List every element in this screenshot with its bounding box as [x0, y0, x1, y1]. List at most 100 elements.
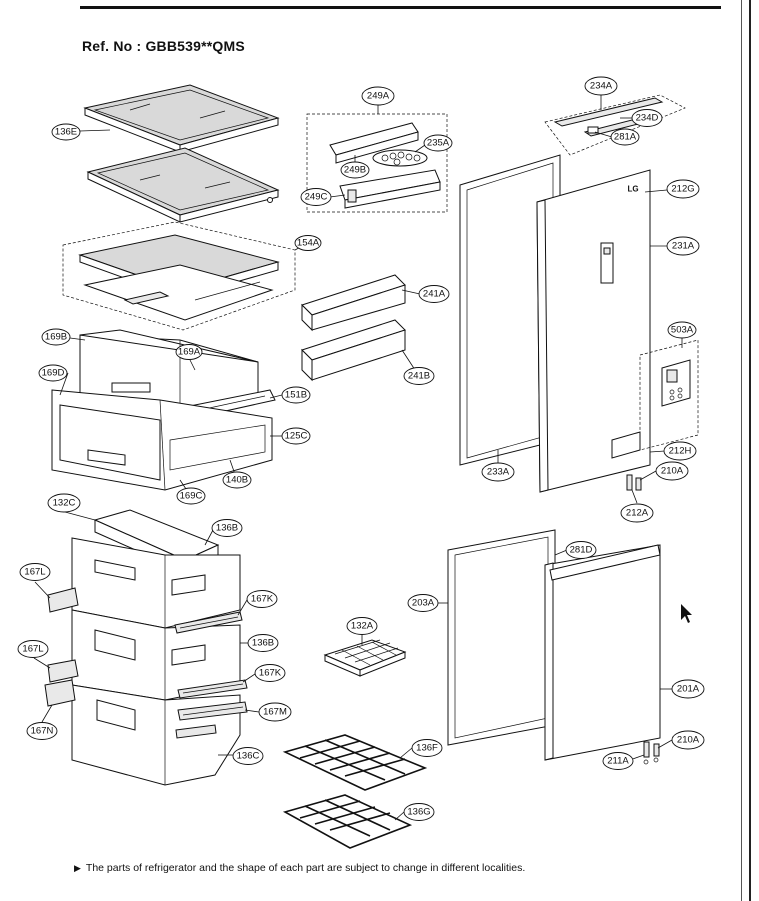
svg-text:136B: 136B: [216, 523, 238, 534]
display-503A: [661, 359, 691, 407]
callout-231A: 231A: [666, 236, 700, 256]
svg-text:249B: 249B: [344, 165, 366, 176]
svg-text:249C: 249C: [305, 192, 328, 203]
door-basket-241A: [301, 274, 406, 332]
svg-text:201A: 201A: [677, 684, 700, 695]
callout-136F: 136F: [411, 739, 443, 757]
callout-249B: 249B: [340, 161, 370, 179]
svg-text:167N: 167N: [31, 726, 54, 737]
svg-text:235A: 235A: [427, 138, 450, 149]
callout-136E: 136E: [51, 123, 81, 141]
callout-233A: 233A: [481, 462, 515, 482]
svg-text:151B: 151B: [285, 390, 307, 401]
svg-text:132A: 132A: [351, 621, 374, 632]
callout-167M: 167M: [258, 702, 292, 722]
basket-group-outline: [306, 113, 448, 213]
callout-234D: 234D: [631, 109, 663, 127]
svg-text:140B: 140B: [226, 475, 248, 486]
callout-167K-top: 167K: [246, 590, 278, 608]
callout-136G: 136G: [403, 803, 435, 821]
callout-249C: 249C: [300, 188, 332, 206]
callout-169C: 169C: [176, 487, 206, 505]
callout-241A: 241A: [418, 285, 450, 303]
callout-212G: 212G: [666, 179, 700, 199]
footnote-text: The parts of refrigerator and the shape …: [85, 862, 526, 874]
svg-text:169A: 169A: [178, 347, 201, 358]
callout-167L-mid: 167L: [17, 640, 49, 658]
svg-text:233A: 233A: [487, 467, 510, 478]
svg-text:136F: 136F: [416, 743, 438, 754]
wire-shelf-136F: [282, 734, 428, 791]
callout-136C: 136C: [232, 747, 264, 765]
callout-503A: 503A: [667, 321, 697, 339]
callout-235A: 235A: [423, 134, 453, 152]
callout-210A-top: 210A: [655, 461, 689, 481]
svg-text:136G: 136G: [407, 807, 430, 818]
callout-169D: 169D: [38, 364, 68, 382]
callout-167K-mid: 167K: [254, 664, 286, 682]
svg-text:136C: 136C: [237, 751, 260, 762]
svg-text:136E: 136E: [55, 127, 77, 138]
svg-text:212H: 212H: [669, 446, 692, 457]
svg-text:212A: 212A: [626, 508, 649, 519]
svg-text:281D: 281D: [570, 545, 593, 556]
svg-text:249A: 249A: [367, 91, 390, 102]
footnote: ▶The parts of refrigerator and the shape…: [74, 862, 525, 874]
svg-text:154A: 154A: [297, 238, 320, 249]
rail-167L-mid: [47, 659, 79, 683]
crisper-frame-125C: [51, 389, 273, 491]
svg-text:210A: 210A: [677, 735, 700, 746]
right-border-thin: [741, 0, 742, 901]
callout-212H: 212H: [663, 441, 697, 461]
callout-136B-top: 136B: [211, 519, 243, 537]
top-rule: [80, 6, 721, 9]
hinge-outline: [544, 94, 686, 156]
freezer-drawer-top: [71, 537, 241, 629]
svg-text:241A: 241A: [423, 289, 446, 300]
callout-151B: 151B: [281, 386, 311, 404]
svg-text:234D: 234D: [636, 113, 659, 124]
callout-167L-top: 167L: [19, 563, 51, 581]
rail-167K-top: [174, 611, 243, 634]
rail-167L-top: [47, 587, 79, 613]
freezer-door-201A: [544, 544, 661, 761]
page-title: Ref. No : GBB539**QMS: [82, 38, 245, 54]
glass-shelf-136E: [83, 84, 280, 153]
callout-241B: 241B: [403, 367, 435, 385]
rail-167N: [44, 679, 76, 707]
egg-tray-235A: [372, 149, 428, 167]
svg-text:210A: 210A: [661, 466, 684, 477]
callout-212A: 212A: [620, 503, 654, 523]
display-outline: [639, 339, 699, 451]
svg-text:125C: 125C: [285, 431, 308, 442]
svg-text:231A: 231A: [672, 241, 695, 252]
hinge-pins-bottom: [643, 741, 660, 765]
callout-281D: 281D: [565, 541, 597, 559]
svg-text:211A: 211A: [607, 756, 629, 767]
svg-text:169B: 169B: [45, 332, 67, 343]
fridge-door-231A: [536, 169, 651, 493]
glass-shelf-lower: [86, 147, 280, 223]
right-border-thick: [749, 0, 751, 901]
svg-text:169D: 169D: [42, 368, 65, 379]
lg-logo-text: LG: [627, 185, 638, 194]
door-basket-241B: [301, 319, 406, 382]
callout-132A: 132A: [346, 617, 378, 635]
basket-249B: [329, 122, 419, 164]
callout-211A: 211A: [602, 752, 634, 770]
hinge-234A: [553, 97, 664, 137]
freezer-drawer-bottom-136C: [71, 684, 241, 786]
rail-167M: [175, 701, 248, 739]
svg-text:203A: 203A: [412, 598, 435, 609]
callout-154A: 154A: [294, 235, 322, 251]
svg-text:167L: 167L: [22, 644, 43, 655]
svg-text:167K: 167K: [259, 668, 282, 679]
callout-281A: 281A: [610, 128, 640, 146]
shelf-assembly-outline: [62, 221, 296, 331]
svg-text:167M: 167M: [263, 707, 287, 718]
callout-125C: 125C: [281, 427, 311, 445]
callout-132C: 132C: [47, 493, 81, 513]
exploded-parts-diagram: LG: [17, 76, 705, 849]
callout-203A: 203A: [407, 594, 439, 612]
hinge-pins-top: [626, 474, 642, 491]
